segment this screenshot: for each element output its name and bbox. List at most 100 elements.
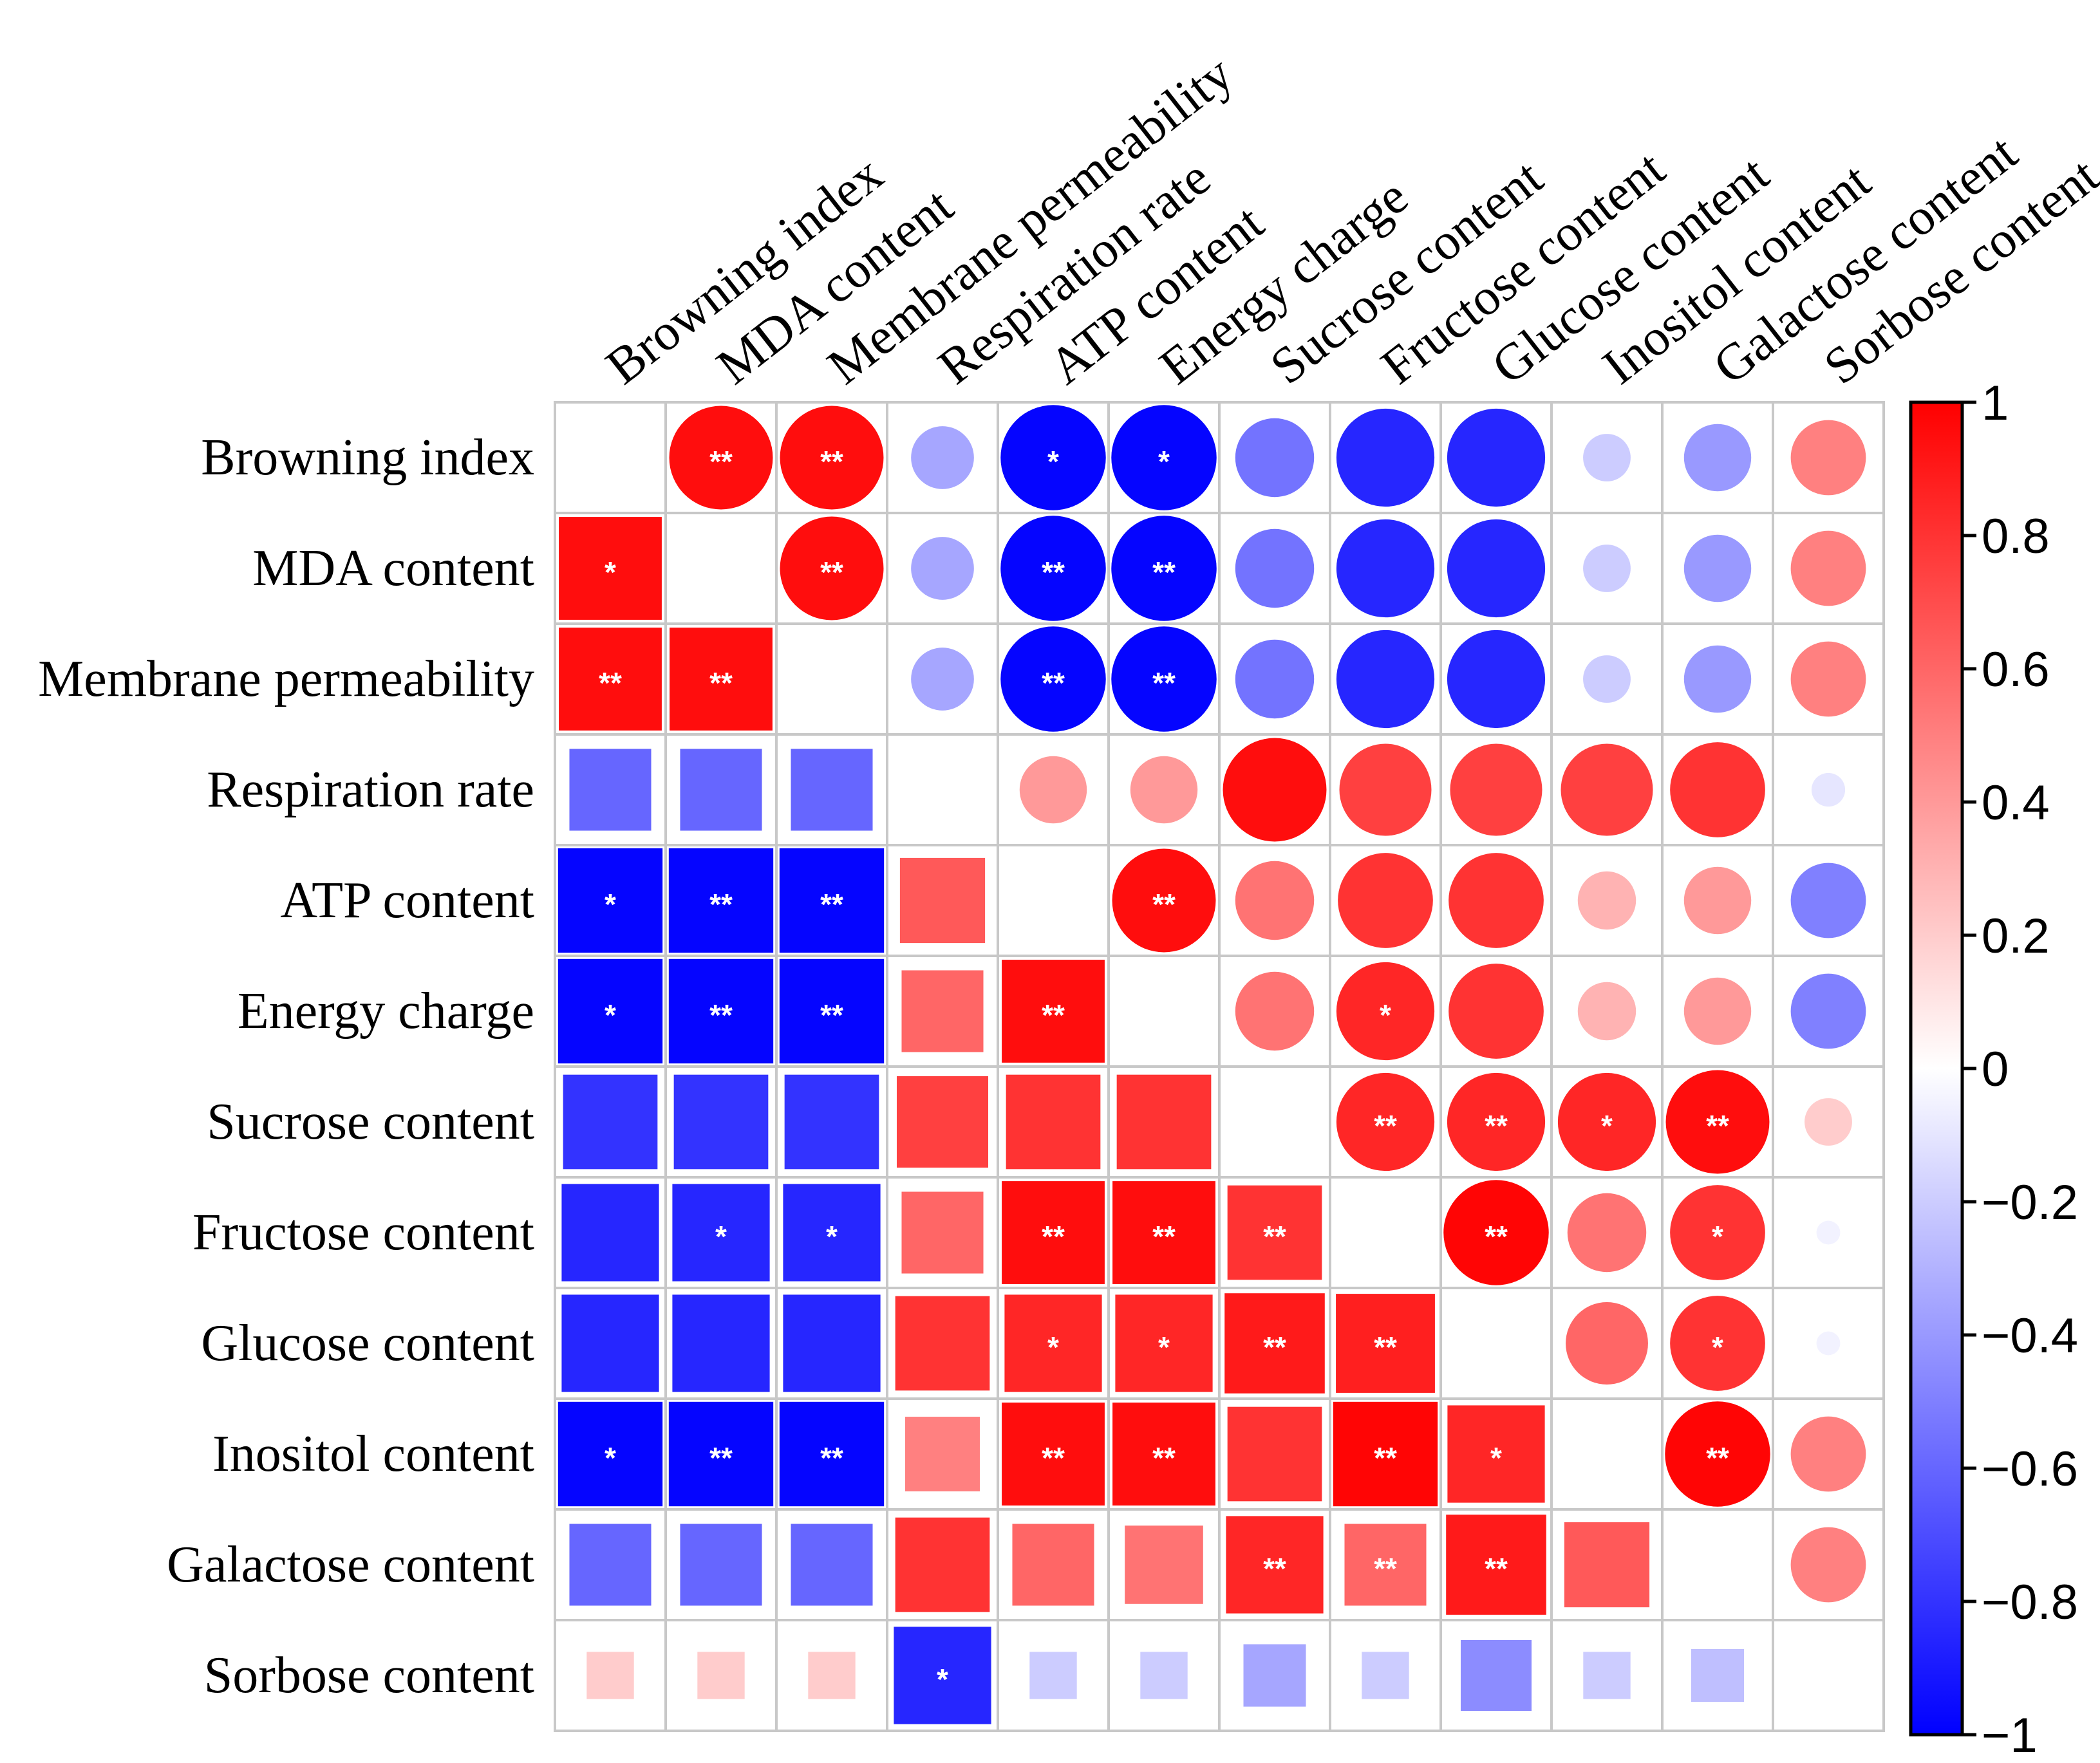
significance-mark: ** bbox=[1152, 666, 1176, 700]
corr-circle bbox=[1805, 1098, 1852, 1146]
significance-mark: ** bbox=[1374, 1441, 1397, 1475]
corr-circle bbox=[1670, 1296, 1765, 1391]
significance-mark: * bbox=[605, 888, 616, 921]
corr-square bbox=[668, 848, 774, 953]
significance-mark: ** bbox=[820, 1441, 843, 1475]
row-label: Sorbose content bbox=[204, 1647, 534, 1704]
corr-circle bbox=[1447, 1072, 1546, 1171]
colorbar-tick-label: 0.4 bbox=[1982, 776, 2050, 830]
corr-circle bbox=[1447, 408, 1546, 507]
colorbar-tick-label: 0.6 bbox=[1982, 642, 2050, 697]
corr-circle bbox=[1665, 1401, 1770, 1507]
corr-square bbox=[894, 1627, 991, 1724]
significance-mark: ** bbox=[820, 555, 843, 589]
row-label: Sucrose content bbox=[207, 1094, 534, 1150]
corr-square bbox=[672, 1294, 770, 1392]
corr-circle bbox=[780, 406, 884, 510]
corr-square bbox=[783, 1294, 881, 1392]
row-label: MDA content bbox=[252, 540, 534, 597]
corr-square bbox=[559, 517, 662, 620]
corr-circle bbox=[1111, 626, 1217, 732]
colorbar-tick-label: 1 bbox=[1982, 376, 2009, 431]
corr-circle bbox=[780, 516, 884, 620]
corr-square bbox=[1226, 1516, 1324, 1614]
significance-mark: ** bbox=[1374, 1109, 1397, 1143]
corr-square bbox=[569, 1524, 652, 1606]
corr-circle bbox=[911, 426, 974, 489]
significance-mark: ** bbox=[1042, 1441, 1065, 1475]
corr-circle bbox=[1670, 742, 1765, 837]
colorbar-tick-label: 0.2 bbox=[1982, 909, 2050, 964]
corr-square bbox=[1002, 1403, 1105, 1506]
colorbar-tick-label: 0 bbox=[1982, 1042, 2009, 1097]
corr-square bbox=[697, 1652, 745, 1699]
corr-square bbox=[673, 1074, 769, 1170]
corr-circle bbox=[1443, 1180, 1549, 1285]
corr-square bbox=[668, 1401, 774, 1507]
corr-circle bbox=[1561, 743, 1653, 836]
significance-mark: ** bbox=[1706, 1109, 1729, 1143]
corr-circle bbox=[669, 406, 773, 510]
corr-circle bbox=[1583, 434, 1631, 481]
significance-mark: * bbox=[605, 1441, 616, 1475]
corr-circle bbox=[1816, 1220, 1841, 1245]
corr-circle bbox=[1683, 424, 1752, 492]
corr-circle bbox=[1111, 516, 1217, 621]
significance-mark: * bbox=[605, 998, 616, 1032]
corr-square bbox=[779, 848, 885, 953]
corr-square bbox=[1333, 1401, 1438, 1507]
corr-square bbox=[680, 749, 762, 831]
corr-square bbox=[559, 628, 662, 731]
row-label: Respiration rate bbox=[207, 761, 534, 818]
significance-mark: ** bbox=[1152, 888, 1176, 921]
significance-mark: ** bbox=[709, 666, 733, 700]
significance-mark: ** bbox=[1374, 1330, 1397, 1364]
corr-square bbox=[1583, 1652, 1631, 1699]
corr-circle bbox=[1235, 639, 1315, 719]
cell-frame bbox=[1107, 955, 1221, 1068]
corr-circle bbox=[1336, 962, 1435, 1061]
matrix-cells: ****************************************… bbox=[554, 401, 1885, 1732]
corr-square bbox=[1029, 1652, 1077, 1699]
corr-square bbox=[905, 1417, 980, 1491]
corr-circle bbox=[1130, 756, 1198, 824]
corr-square bbox=[899, 857, 986, 944]
corr-circle bbox=[1448, 853, 1544, 948]
corr-circle bbox=[1235, 418, 1315, 498]
significance-mark: ** bbox=[1706, 1441, 1729, 1475]
significance-mark: * bbox=[1158, 445, 1170, 478]
cell-frame bbox=[997, 844, 1110, 957]
corr-circle bbox=[1019, 756, 1087, 824]
significance-mark: ** bbox=[709, 1441, 733, 1475]
significance-mark: * bbox=[1601, 1109, 1613, 1143]
row-label: Fructose content bbox=[192, 1204, 534, 1261]
significance-mark: ** bbox=[1485, 1552, 1508, 1585]
cell-frame bbox=[775, 622, 888, 736]
corr-square bbox=[558, 848, 663, 953]
corr-square bbox=[791, 749, 873, 831]
significance-mark: ** bbox=[1042, 998, 1065, 1032]
significance-mark: ** bbox=[1152, 1441, 1176, 1475]
significance-mark: * bbox=[1380, 998, 1391, 1032]
corr-square bbox=[1336, 1294, 1435, 1393]
corr-circle bbox=[1336, 630, 1435, 729]
corr-circle bbox=[1450, 743, 1542, 836]
corr-circle bbox=[1790, 641, 1866, 717]
corr-circle bbox=[1235, 528, 1315, 608]
cell-frame bbox=[1329, 1176, 1442, 1289]
corr-square bbox=[1112, 1181, 1215, 1284]
significance-mark: ** bbox=[820, 888, 843, 921]
cell-frame bbox=[1661, 1508, 1774, 1621]
significance-mark: ** bbox=[1263, 1220, 1286, 1253]
corr-square bbox=[558, 1401, 663, 1507]
corr-circle bbox=[1577, 871, 1636, 930]
significance-mark: ** bbox=[820, 445, 843, 478]
corr-square bbox=[895, 1296, 990, 1391]
significance-mark: ** bbox=[1152, 1220, 1176, 1253]
colorbar-tick-label: −1 bbox=[1982, 1708, 2038, 1763]
significance-mark: ** bbox=[1152, 555, 1176, 589]
corr-square bbox=[561, 1294, 659, 1392]
colorbar-tick-label: −0.4 bbox=[1982, 1309, 2078, 1363]
colorbar-gradient bbox=[1909, 400, 1964, 1737]
